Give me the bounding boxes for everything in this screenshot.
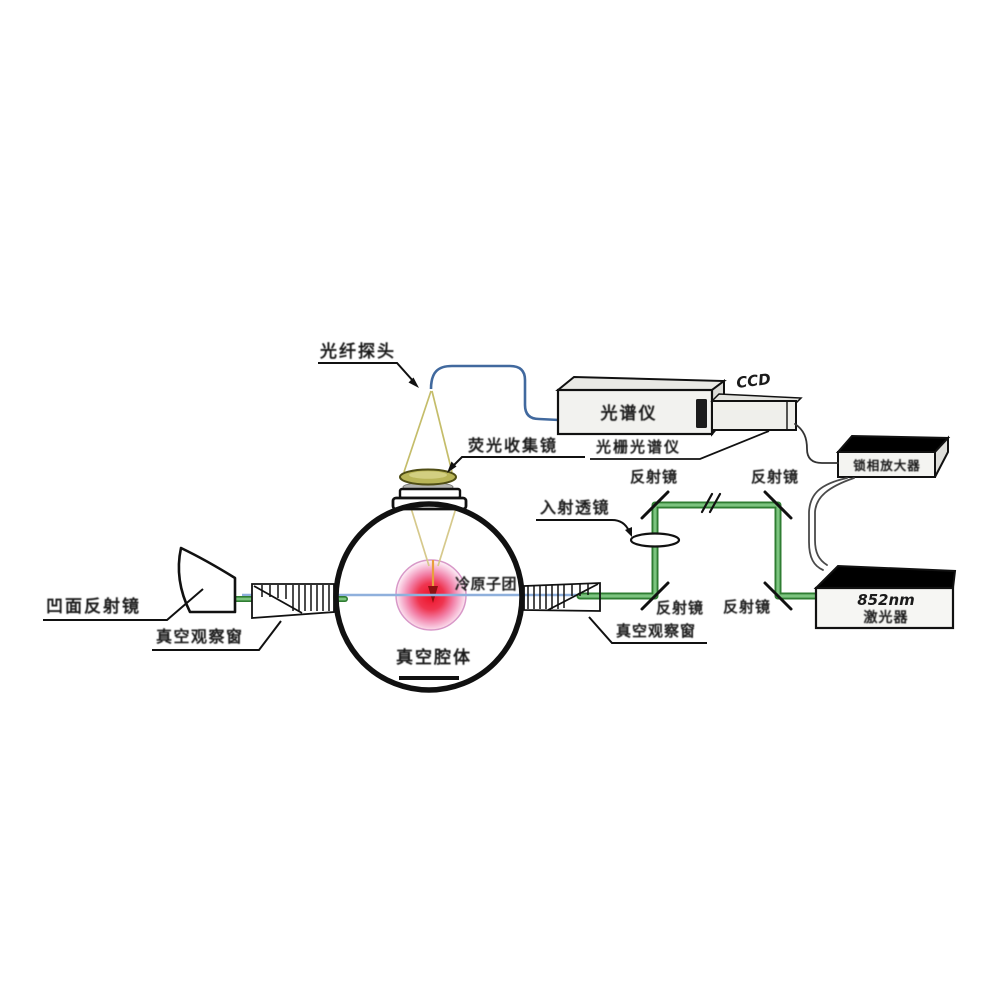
callout-viewport-right: 真空观察窗 bbox=[588, 616, 707, 644]
spectrometer-slot bbox=[696, 399, 707, 428]
beam-break-icon bbox=[700, 492, 722, 514]
laser-front-face bbox=[814, 586, 955, 630]
signal-cables bbox=[794, 423, 855, 571]
cone-upper-right-ray bbox=[431, 390, 453, 473]
concave-mirror-leader bbox=[43, 588, 204, 621]
concave-mirror bbox=[177, 546, 237, 614]
viewport-right bbox=[523, 582, 601, 612]
ccd-label: CCD bbox=[735, 370, 771, 392]
incidence-lens-leader bbox=[536, 519, 630, 532]
viewport-left-leader bbox=[152, 620, 282, 651]
spectrometer-caption: 光栅光谱仪 bbox=[595, 438, 681, 456]
laser-beam-outline bbox=[576, 501, 826, 600]
spectrometer-top-face bbox=[555, 375, 727, 391]
incidence-lens-label: 入射透镜 bbox=[540, 498, 610, 517]
atom-cloud-label: 冷原子团 bbox=[455, 575, 517, 593]
vacuum-chamber-label: 真空腔体 bbox=[396, 647, 472, 668]
controller-label: 锁相放大器 bbox=[853, 458, 921, 473]
collection-lens-highlight bbox=[409, 471, 447, 479]
laser-label: 激光器 bbox=[864, 609, 909, 626]
optical-fiber bbox=[429, 364, 560, 422]
mirror-top-left-label: 反射镜 bbox=[630, 468, 678, 486]
fiber-probe-leader bbox=[318, 362, 415, 383]
incidence-lens bbox=[629, 532, 681, 548]
collection-lens-arrowhead-icon bbox=[447, 461, 457, 473]
fiber-probe-label: 光纤探头 bbox=[319, 341, 396, 362]
controller-front-face bbox=[837, 451, 936, 478]
controller-top-face bbox=[835, 434, 951, 453]
viewport-right-leader bbox=[588, 616, 707, 644]
collection-lens-leader bbox=[451, 456, 585, 468]
viewport-left-label: 真空观察窗 bbox=[156, 627, 244, 646]
callout-concave-mirror: 凹面反射镜 bbox=[43, 588, 204, 621]
steering-mirrors bbox=[640, 490, 793, 611]
mirror-top-right-label: 反射镜 bbox=[751, 468, 799, 486]
incidence-lens-arrowhead-icon bbox=[625, 527, 632, 537]
cone-lower-right-ray bbox=[437, 507, 457, 567]
vacuum-chamber-outline bbox=[333, 501, 525, 693]
viewport-left-hatching bbox=[261, 585, 330, 611]
mirror-bottom-left-label: 反射镜 bbox=[656, 599, 704, 617]
callout-spectrometer: 光栅光谱仪 bbox=[590, 430, 770, 460]
fiber-probe-arrowhead-icon bbox=[408, 377, 419, 388]
control-cable-1 bbox=[808, 477, 848, 571]
ccd-signal-cable bbox=[794, 423, 839, 464]
controller-box: 锁相放大器 bbox=[835, 434, 951, 478]
cone-lower-left-ray bbox=[410, 507, 430, 567]
viewport-right-diagonal bbox=[547, 583, 599, 611]
fluorescence-cone bbox=[403, 390, 457, 567]
viewport-right-label: 真空观察窗 bbox=[616, 622, 696, 640]
callout-fiber-probe: 光纤探头 bbox=[318, 341, 419, 388]
spectrometer-front-face bbox=[556, 388, 714, 436]
laser-wavelength-label: 852nm bbox=[857, 591, 915, 609]
viewport-left bbox=[251, 583, 335, 619]
mirror-bottom-left-icon bbox=[640, 581, 670, 611]
laser-top-face bbox=[813, 564, 957, 589]
laser-beam-core bbox=[578, 503, 824, 598]
collection-lens-label: 荧光收集镜 bbox=[468, 436, 558, 455]
callout-incidence-lens: 入射透镜 bbox=[536, 498, 632, 537]
spectrometer-caption-leader bbox=[590, 430, 770, 460]
cone-upper-left-ray bbox=[403, 390, 432, 473]
mirror-bottom-right-icon bbox=[763, 581, 793, 611]
concave-mirror-label: 凹面反射镜 bbox=[46, 596, 141, 617]
spectrometer: 光谱仪 CCD bbox=[555, 370, 803, 437]
laser-box: 852nm 激光器 bbox=[813, 564, 957, 630]
mirror-top-left-icon bbox=[640, 490, 670, 520]
ccd-tube bbox=[711, 400, 797, 431]
callout-collection-lens: 荧光收集镜 bbox=[447, 436, 585, 473]
control-cable-2 bbox=[814, 477, 855, 566]
mirror-top-right-icon bbox=[763, 490, 793, 520]
callout-viewport-left: 真空观察窗 bbox=[152, 620, 282, 651]
viewport-right-hatching bbox=[527, 584, 589, 609]
spectrometer-face-label: 光谱仪 bbox=[600, 403, 658, 424]
mirror-bottom-right-label: 反射镜 bbox=[723, 598, 771, 616]
